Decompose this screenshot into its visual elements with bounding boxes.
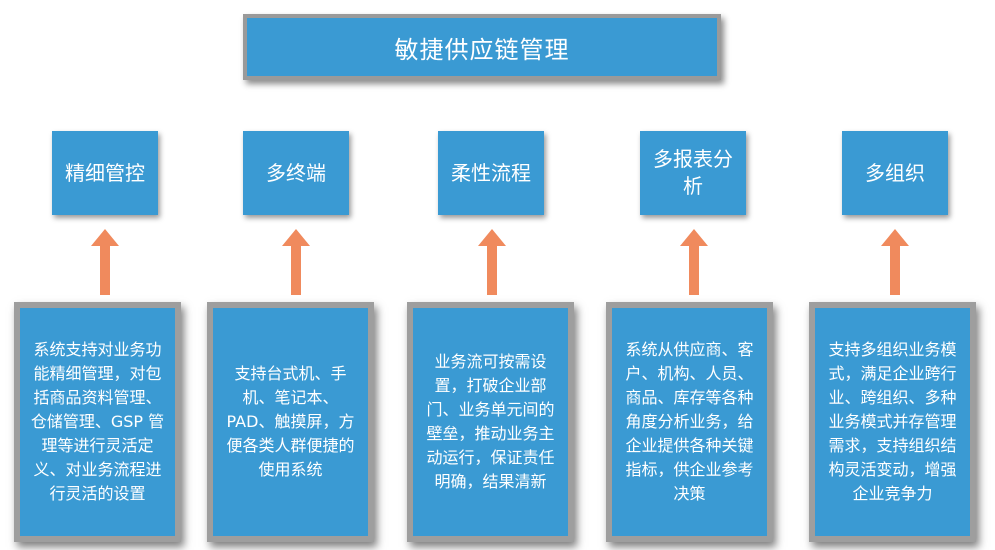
category-label: 多终端 <box>266 160 326 185</box>
category-box-fine-control: 精细管控 <box>52 131 158 215</box>
description-box-fine-control: 系统支持对业务功能精细管理，对包括商品资料管理、仓储管理、GSP 管理等进行灵活… <box>14 302 181 542</box>
description-box-multi-org: 支持多组织业务模式，满足企业跨行业、跨组织、多种业务模式并存管理需求，支持组织结… <box>809 302 976 542</box>
category-label: 多报表分析 <box>653 147 733 198</box>
description-text: 系统从供应商、客户、机构、人员、商品、库存等各种角度分析业务，给企业提供各种关键… <box>625 340 754 503</box>
category-label: 多组织 <box>865 160 925 185</box>
description-text: 支持多组织业务模式，满足企业跨行业、跨组织、多种业务模式并存管理需求，支持组织结… <box>828 340 957 503</box>
up-arrow-icon <box>680 229 708 295</box>
category-label: 精细管控 <box>65 160 145 185</box>
category-box-multi-org: 多组织 <box>842 131 948 215</box>
up-arrow-icon <box>478 229 506 295</box>
diagram-title: 敏捷供应链管理 <box>394 35 570 64</box>
description-box-multi-report: 系统从供应商、客户、机构、人员、商品、库存等各种角度分析业务，给企业提供各种关键… <box>606 302 773 542</box>
description-text: 支持台式机、手机、笔记本、PAD、触摸屏，方便各类人群便捷的使用系统 <box>226 364 355 479</box>
up-arrow-icon <box>282 229 310 295</box>
category-box-flexible-process: 柔性流程 <box>438 131 544 215</box>
category-box-multi-terminal: 多终端 <box>243 131 349 215</box>
description-box-flexible-process: 业务流可按需设置，打破企业部门、业务单元间的壁垒，推动业务主动运行，保证责任明确… <box>407 302 574 542</box>
up-arrow-icon <box>91 229 119 295</box>
category-label: 柔性流程 <box>451 160 531 185</box>
description-box-multi-terminal: 支持台式机、手机、笔记本、PAD、触摸屏，方便各类人群便捷的使用系统 <box>207 302 374 542</box>
description-text: 系统支持对业务功能精细管理，对包括商品资料管理、仓储管理、GSP 管理等进行灵活… <box>30 340 165 503</box>
up-arrow-icon <box>881 229 909 295</box>
category-box-multi-report: 多报表分析 <box>640 131 746 215</box>
description-text: 业务流可按需设置，打破企业部门、业务单元间的壁垒，推动业务主动运行，保证责任明确… <box>426 352 555 491</box>
diagram-title-box: 敏捷供应链管理 <box>243 14 721 80</box>
